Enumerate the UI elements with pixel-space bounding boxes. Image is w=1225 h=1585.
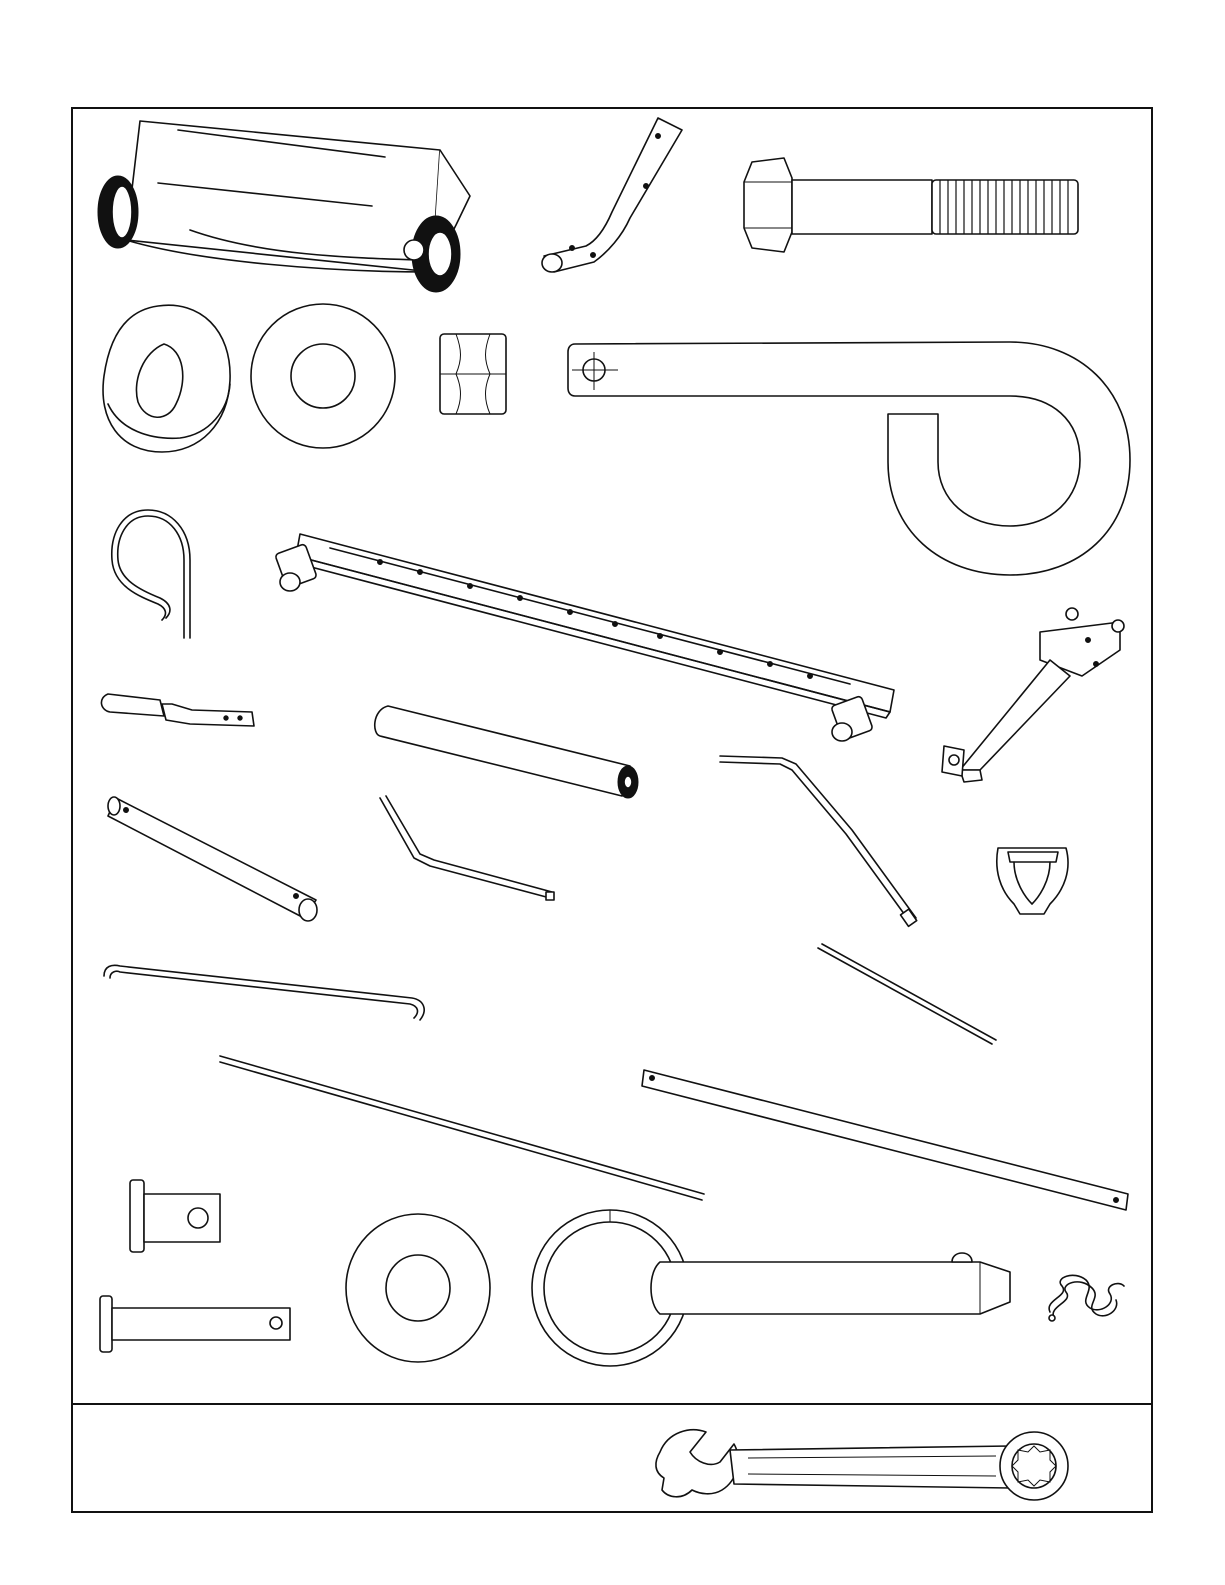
short-control-lever	[101, 694, 254, 726]
bent-control-rod	[380, 796, 554, 900]
clevis-pin-long	[100, 1296, 290, 1352]
spreader-hopper-with-wheels	[98, 121, 470, 292]
long-hooked-rod	[104, 965, 424, 1020]
foam-handle-grip	[375, 706, 638, 798]
hex-nut	[440, 334, 506, 414]
curved-spring-washer	[103, 305, 230, 452]
bent-link-rod	[720, 756, 917, 926]
axle-frame-bar	[275, 534, 894, 741]
combination-wrench	[656, 1430, 1068, 1500]
bent-tube-handle	[542, 118, 682, 272]
hair-pin-clip	[112, 510, 190, 638]
flat-washer	[251, 304, 395, 448]
clevis-pin-small	[130, 1180, 220, 1252]
long-rod	[220, 1056, 704, 1200]
flat-bar-strap	[642, 1070, 1128, 1210]
plastic-handle-knob	[997, 848, 1068, 914]
hitch-pin-with-ring	[532, 1210, 1010, 1366]
hex-bolt	[744, 158, 1078, 252]
thin-rod	[818, 944, 996, 1044]
spring-clip	[1049, 1275, 1124, 1321]
tube-brace	[108, 797, 317, 921]
hitch-hook	[568, 342, 1130, 575]
large-flat-washer	[346, 1214, 490, 1362]
hitch-bracket-assembly	[942, 608, 1124, 782]
